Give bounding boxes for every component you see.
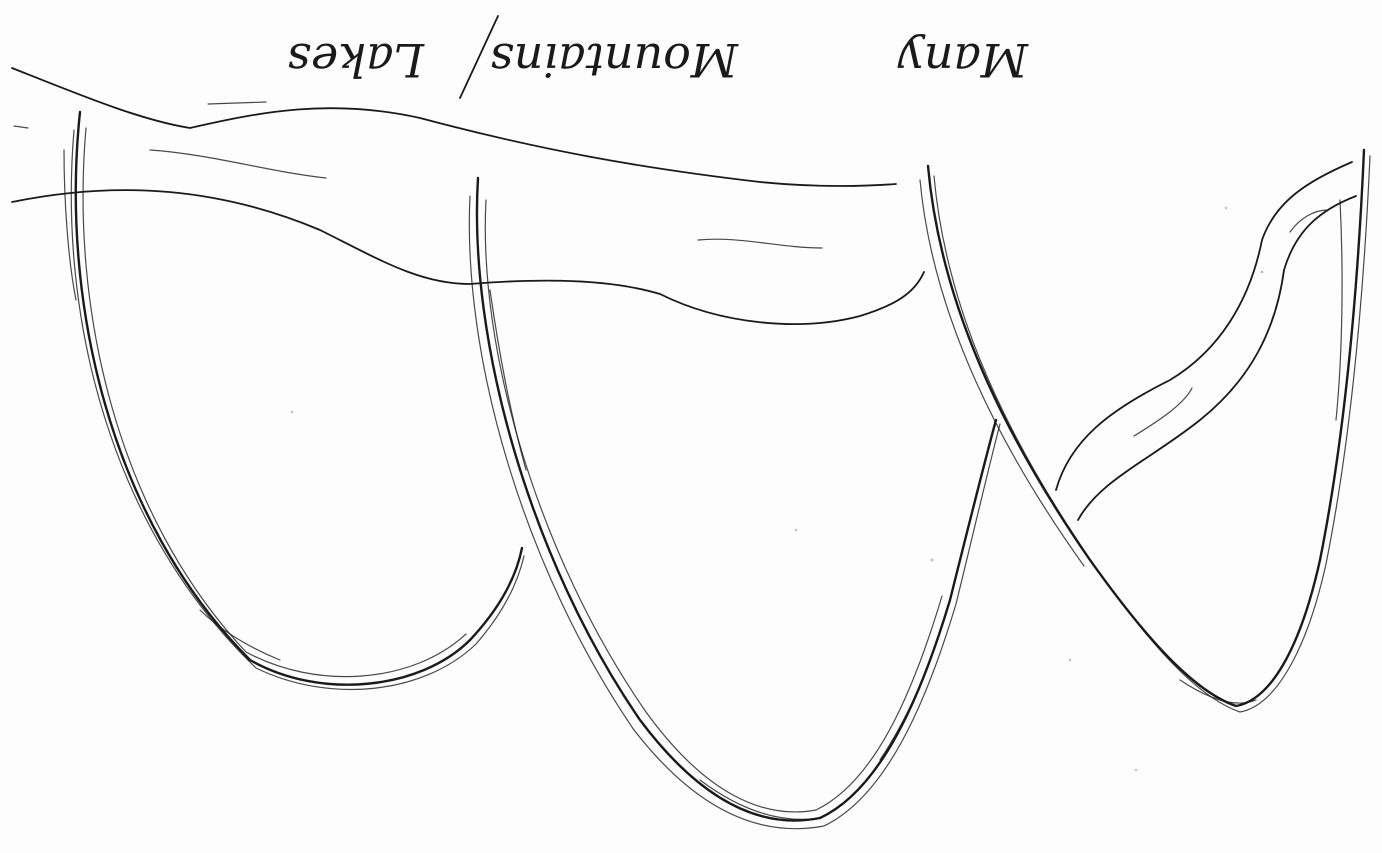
mountain-left bbox=[64, 112, 524, 690]
lake-band-upper bbox=[12, 68, 896, 186]
label-many: Many bbox=[897, 33, 1029, 87]
water-stroke-3 bbox=[698, 239, 822, 248]
water-stroke-1 bbox=[208, 102, 266, 104]
water-stroke-2 bbox=[150, 150, 326, 178]
lake-bands bbox=[12, 68, 924, 324]
mountain-middle bbox=[469, 178, 1000, 829]
mountain-right bbox=[920, 150, 1370, 712]
river-outer bbox=[1056, 162, 1352, 490]
river-inner bbox=[1078, 196, 1356, 520]
paper-specks bbox=[291, 207, 1264, 771]
lake-band-lower bbox=[12, 190, 924, 324]
label-lakes: Lakes bbox=[287, 33, 425, 87]
label-mountains: Mountains bbox=[490, 33, 739, 87]
handwritten-labels: Many Mountains / Lakes bbox=[287, 16, 1029, 98]
water-stroke-4 bbox=[14, 126, 28, 128]
